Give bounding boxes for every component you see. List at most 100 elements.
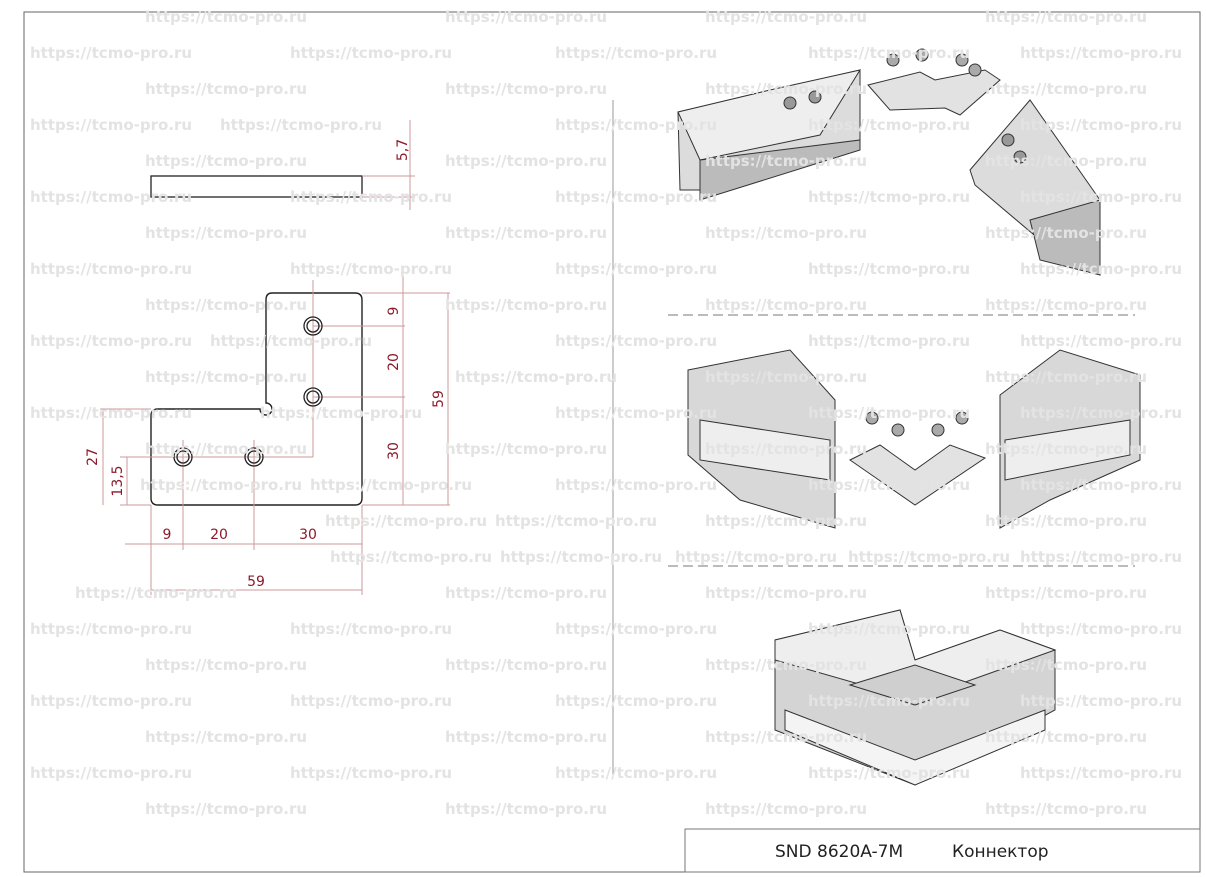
watermark-text: https://tcmo-pro.ru xyxy=(290,188,452,206)
part-name: Коннектор xyxy=(952,842,1049,862)
dim-v-bottom: 30 xyxy=(386,442,402,460)
watermark-text: https://tcmo-pro.ru xyxy=(705,656,867,674)
watermark-text: https://tcmo-pro.ru xyxy=(30,764,192,782)
watermark-text: https://tcmo-pro.ru xyxy=(1020,116,1182,134)
watermark-text: https://tcmo-pro.ru xyxy=(495,512,657,530)
watermark-text: https://tcmo-pro.ru xyxy=(145,8,307,26)
watermark-text: https://tcmo-pro.ru xyxy=(808,260,970,278)
watermark-text: https://tcmo-pro.ru xyxy=(145,368,307,386)
watermark-text: https://tcmo-pro.ru xyxy=(808,116,970,134)
watermark-text: https://tcmo-pro.ru xyxy=(808,476,970,494)
watermark-text: https://tcmo-pro.ru xyxy=(985,296,1147,314)
watermark-text: https://tcmo-pro.ru xyxy=(985,584,1147,602)
watermark-text: https://tcmo-pro.ru xyxy=(500,548,662,566)
watermark-text: https://tcmo-pro.ru xyxy=(145,80,307,98)
watermark-text: https://tcmo-pro.ru xyxy=(808,44,970,62)
watermark-text: https://tcmo-pro.ru xyxy=(808,332,970,350)
watermark-text: https://tcmo-pro.ru xyxy=(705,800,867,818)
watermark-text: https://tcmo-pro.ru xyxy=(555,764,717,782)
watermark-text: https://tcmo-pro.ru xyxy=(30,404,192,422)
watermark-text: https://tcmo-pro.ru xyxy=(445,728,607,746)
thickness-dimension: 5,7 xyxy=(395,139,411,161)
watermark-text: https://tcmo-pro.ru xyxy=(675,548,837,566)
watermark-text: https://tcmo-pro.ru xyxy=(985,152,1147,170)
watermark-text: https://tcmo-pro.ru xyxy=(145,728,307,746)
watermark-text: https://tcmo-pro.ru xyxy=(705,584,867,602)
watermark-text: https://tcmo-pro.ru xyxy=(985,80,1147,98)
dim-v-mid: 20 xyxy=(386,353,402,371)
watermark-text: https://tcmo-pro.ru xyxy=(30,116,192,134)
watermark-text: https://tcmo-pro.ru xyxy=(330,548,492,566)
isometric-assembled-view xyxy=(774,609,1057,786)
watermark-text: https://tcmo-pro.ru xyxy=(1020,764,1182,782)
dim-h-right: 30 xyxy=(299,527,317,543)
watermark-text: https://tcmo-pro.ru xyxy=(260,404,422,422)
dim-v-top: 9 xyxy=(386,307,402,316)
watermark-text: https://tcmo-pro.ru xyxy=(705,368,867,386)
watermark-text: https://tcmo-pro.ru xyxy=(145,152,307,170)
watermark-text: https://tcmo-pro.ru xyxy=(808,188,970,206)
watermark-text: https://tcmo-pro.ru xyxy=(445,224,607,242)
watermark-text: https://tcmo-pro.ru xyxy=(1020,332,1182,350)
sheet-frame xyxy=(23,11,1201,873)
watermark-text: https://tcmo-pro.ru xyxy=(985,800,1147,818)
watermark-text: https://tcmo-pro.ru xyxy=(1020,404,1182,422)
watermark-text: https://tcmo-pro.ru xyxy=(1020,260,1182,278)
watermark-text: https://tcmo-pro.ru xyxy=(290,260,452,278)
watermark-text: https://tcmo-pro.ru xyxy=(985,8,1147,26)
watermark-text: https://tcmo-pro.ru xyxy=(445,656,607,674)
watermark-text: https://tcmo-pro.ru xyxy=(75,584,237,602)
watermark-text: https://tcmo-pro.ru xyxy=(325,512,487,530)
dim-h-left: 9 xyxy=(163,527,172,543)
watermark-text: https://tcmo-pro.ru xyxy=(445,80,607,98)
watermark-text: https://tcmo-pro.ru xyxy=(705,152,867,170)
plan-view: 9 20 30 59 27 13,5 9 20 30 59 xyxy=(85,268,450,595)
watermark-text: https://tcmo-pro.ru xyxy=(705,224,867,242)
watermark-text: https://tcmo-pro.ru xyxy=(808,692,970,710)
watermark-text: https://tcmo-pro.ru xyxy=(555,44,717,62)
watermark-text: https://tcmo-pro.ru xyxy=(30,260,192,278)
watermark-text: https://tcmo-pro.ru xyxy=(145,800,307,818)
watermark-text: https://tcmo-pro.ru xyxy=(455,368,617,386)
watermark-text: https://tcmo-pro.ru xyxy=(145,440,307,458)
watermark-text: https://tcmo-pro.ru xyxy=(310,476,472,494)
watermark-text: https://tcmo-pro.ru xyxy=(808,620,970,638)
watermark-text: https://tcmo-pro.ru xyxy=(445,296,607,314)
watermark-text: https://tcmo-pro.ru xyxy=(705,296,867,314)
watermark-text: https://tcmo-pro.ru xyxy=(555,620,717,638)
watermark-text: https://tcmo-pro.ru xyxy=(555,476,717,494)
watermark-text: https://tcmo-pro.ru xyxy=(808,404,970,422)
watermark-text: https://tcmo-pro.ru xyxy=(555,116,717,134)
watermark-text: https://tcmo-pro.ru xyxy=(705,728,867,746)
dim-h-total: 59 xyxy=(247,574,265,590)
watermark-text: https://tcmo-pro.ru xyxy=(30,620,192,638)
watermark-text: https://tcmo-pro.ru xyxy=(140,476,302,494)
watermark-text: https://tcmo-pro.ru xyxy=(985,440,1147,458)
watermark-text: https://tcmo-pro.ru xyxy=(30,44,192,62)
watermark-text: https://tcmo-pro.ru xyxy=(705,512,867,530)
watermark-text: https://tcmo-pro.ru xyxy=(30,188,192,206)
dim-v-total: 59 xyxy=(431,390,447,408)
watermark-text: https://tcmo-pro.ru xyxy=(290,620,452,638)
watermark-text: https://tcmo-pro.ru xyxy=(145,224,307,242)
watermark-layer: https://tcmo-pro.ru https://tcmo-pro.ru ht… xyxy=(30,8,1182,818)
watermark-text: https://tcmo-pro.ru xyxy=(220,116,382,134)
watermark-text: https://tcmo-pro.ru xyxy=(705,440,867,458)
watermark-text: https://tcmo-pro.ru xyxy=(1020,548,1182,566)
watermark-text: https://tcmo-pro.ru xyxy=(290,44,452,62)
watermark-text: https://tcmo-pro.ru xyxy=(985,728,1147,746)
watermark-text: https://tcmo-pro.ru xyxy=(290,764,452,782)
watermark-text: https://tcmo-pro.ru xyxy=(30,692,192,710)
watermark-text: https://tcmo-pro.ru xyxy=(445,152,607,170)
watermark-text: https://tcmo-pro.ru xyxy=(985,656,1147,674)
watermark-text: https://tcmo-pro.ru xyxy=(1020,620,1182,638)
watermark-text: https://tcmo-pro.ru xyxy=(808,764,970,782)
watermark-text: https://tcmo-pro.ru xyxy=(555,404,717,422)
watermark-text: https://tcmo-pro.ru xyxy=(705,80,867,98)
watermark-text: https://tcmo-pro.ru xyxy=(705,8,867,26)
watermark-text: https://tcmo-pro.ru xyxy=(145,656,307,674)
watermark-text: https://tcmo-pro.ru xyxy=(210,332,372,350)
watermark-text: https://tcmo-pro.ru xyxy=(445,8,607,26)
title-block: SND 8620A-7M Коннектор xyxy=(684,828,1201,873)
